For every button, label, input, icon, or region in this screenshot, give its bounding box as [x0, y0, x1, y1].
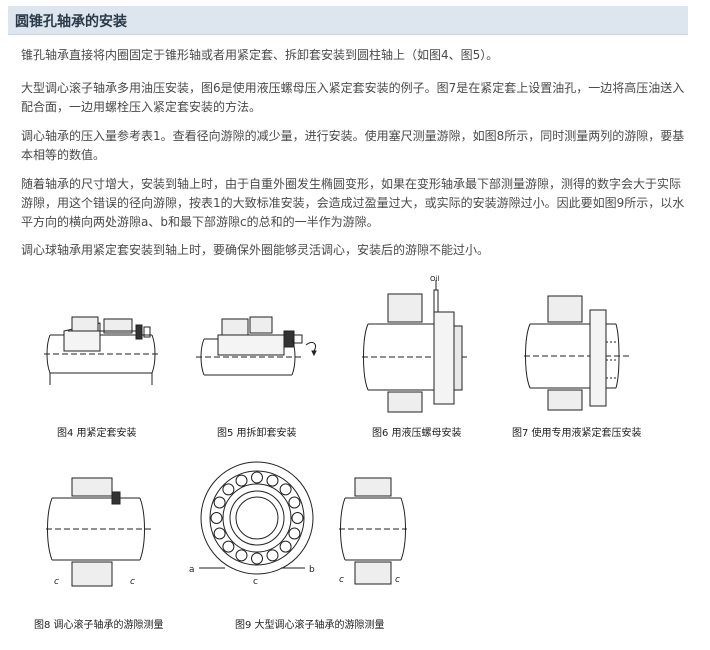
fig8-label-c-right: c: [130, 577, 135, 587]
fig9-label-c: c: [253, 577, 258, 585]
fig5-drawing: [196, 316, 317, 376]
fig9-roller: [235, 549, 248, 562]
fig9-roller: [279, 540, 292, 553]
fig9-roller: [222, 483, 235, 496]
fig9-roller-ring: [210, 471, 304, 565]
fig8-drawing: c c: [46, 477, 152, 587]
fig9-label-b: b: [309, 565, 315, 575]
fig9-roller: [213, 527, 226, 540]
fig9-roller: [266, 549, 279, 562]
fig5-caption: 图5 用拆卸套安装: [217, 428, 297, 439]
fig8-caption: 图8 调心滚子轴承的游隙测量: [34, 620, 164, 631]
fig9-roller: [222, 540, 235, 553]
fig9-roller: [266, 474, 279, 487]
section-title: 圆锥孔轴承的安装: [15, 14, 127, 30]
fig4-drawing: [44, 316, 158, 385]
section-header: 圆锥孔轴承的安装: [8, 6, 688, 35]
fig4-caption: 图4 用紧定套安装: [57, 428, 137, 439]
fig9-side-label-c-right: c: [395, 575, 400, 585]
fig9-label-a: a: [189, 565, 195, 575]
fig9-drawing: a b c: [189, 461, 315, 585]
fig9-roller: [288, 496, 301, 509]
fig9-roller: [288, 527, 301, 540]
fig9-roller: [291, 512, 304, 524]
fig9-side-label-c-left: c: [339, 575, 344, 585]
fig8-label-c-left: c: [54, 577, 59, 587]
paragraph-4: 随着轴承的尺寸增大，安装到轴上时，由于自重外圈发生椭圆变形，如果在变形轴承最下部…: [21, 177, 685, 229]
paragraph-3: 调心轴承的压入量参考表1。查看径向游隙的减少量，进行安装。使用塞尺测量游隙，如图…: [21, 129, 685, 162]
paragraph-1: 锥孔轴承直接将内圈固定于锥形轴或者用紧定套、拆卸套安装到圆柱轴上（如图4、图5）…: [21, 48, 499, 62]
fig9-roller: [251, 471, 263, 484]
fig9-roller: [279, 483, 292, 496]
fig7-caption: 图7 使用专用液紧定套压安装: [512, 428, 642, 439]
paragraph-5: 调心球轴承用紧定套安装到轴上时，要确保外圈能够灵活调心，安装后的游隙不能过小。: [21, 243, 490, 257]
fig9-side-drawing: c c: [339, 477, 407, 585]
fig7-drawing: [524, 295, 630, 411]
paragraph-2: 大型调心滚子轴承多用油压安装，图6是使用液压螺母压入紧定套安装的例子。图7是在紧…: [21, 81, 685, 114]
fig6-drawing: Oil: [362, 275, 470, 413]
fig9-roller: [235, 474, 248, 487]
fig9-roller: [251, 552, 263, 565]
fig9-roller: [210, 512, 223, 524]
fig6-caption: 图6 用液压螺母安装: [372, 428, 462, 439]
fig6-oil-label: Oil: [430, 275, 439, 283]
fig9-caption: 图9 大型调心滚子轴承的游隙测量: [235, 620, 385, 631]
fig9-roller: [213, 496, 226, 509]
